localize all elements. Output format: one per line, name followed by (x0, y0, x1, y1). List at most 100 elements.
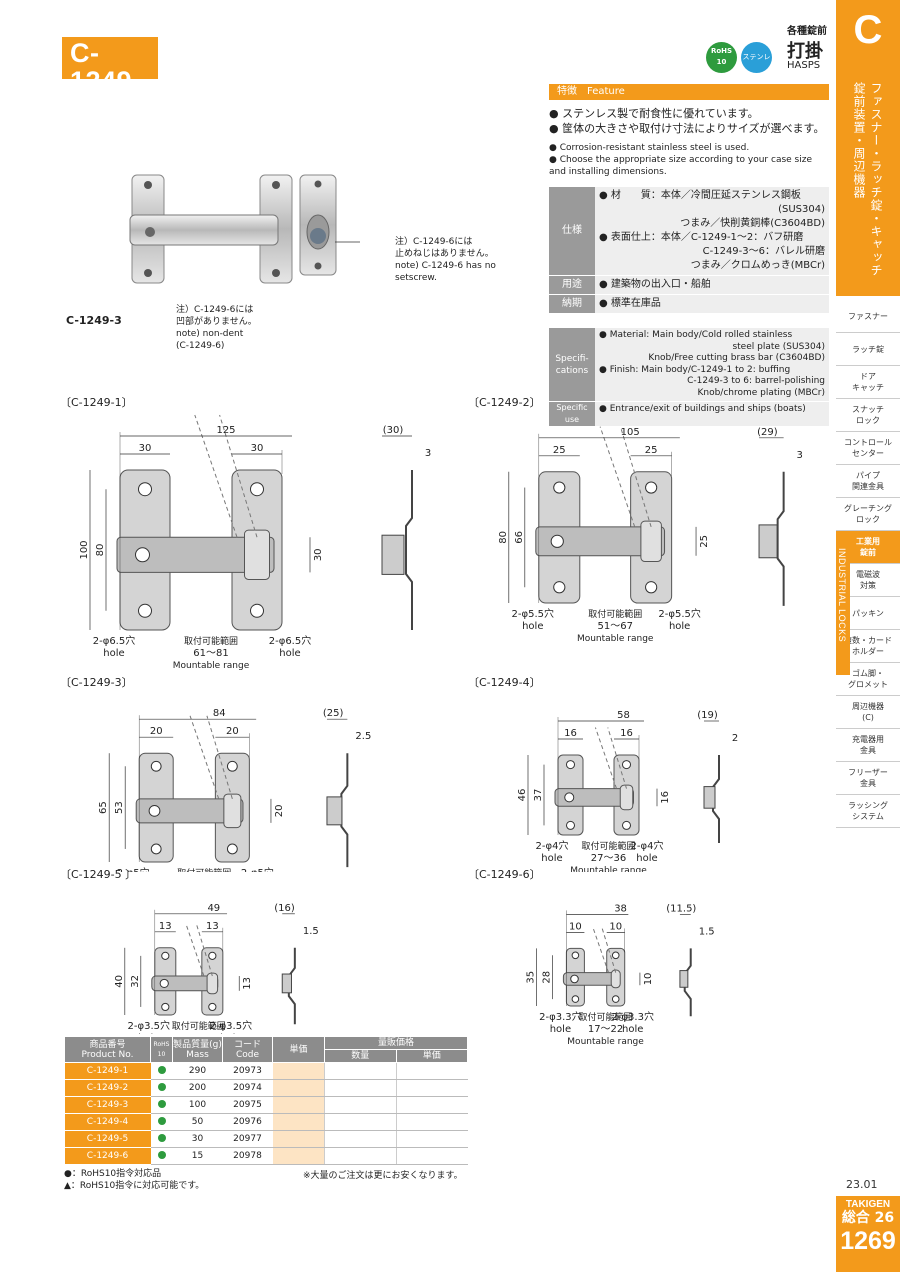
th-code-en: Code (235, 1049, 260, 1060)
pivot-hole (135, 547, 150, 563)
cell-unit (395, 1130, 468, 1148)
dim-h1: 80 (498, 531, 509, 544)
range-label-en: Mountable range (567, 1037, 644, 1047)
category-small: 各種錠前 (787, 26, 827, 37)
dim-side-thickness: 2.5 (355, 731, 371, 742)
hole-label-right: 2-φ5穴 (241, 866, 274, 872)
hole-label-left: 2-φ5穴 (117, 866, 150, 872)
mounting-hole (161, 951, 170, 960)
sidebar-item[interactable]: ゴム脚・ グロメット (836, 663, 900, 696)
spec-line: (SUS304) (778, 204, 825, 215)
sidebar-item[interactable]: 電磁波 対策 (836, 564, 900, 597)
sidebar-item[interactable]: パイプ 関連金具 (836, 465, 900, 498)
feature-jp-line: ● ステンレス製で耐食性に優れています。 (549, 107, 759, 120)
cell-qty (324, 1062, 396, 1080)
mounting-hole (622, 820, 631, 830)
cell-rohs (150, 1062, 173, 1080)
feature-jp: ● ステンレス製で耐食性に優れています。 ● 筐体の大きさや取付け寸法によりサイ… (549, 106, 824, 136)
mounting-hole (645, 581, 658, 594)
cell-unit (395, 1147, 468, 1165)
delivery-value: ● 標準在庫品 (595, 295, 829, 313)
mounting-hole (571, 995, 580, 1003)
brand-name: TAKIGEN (845, 1199, 891, 1210)
dim-h2: 53 (114, 801, 125, 814)
th-mass-jp: 製品質量(g) (173, 1039, 222, 1050)
dim-w1: 10 (569, 921, 582, 932)
drawing-label: 〔C-1249-1〕 (60, 396, 133, 409)
sidebar-item[interactable]: ファスナー (836, 300, 900, 333)
dim-h3: 10 (643, 973, 654, 986)
sidebar-item[interactable]: ドア キャッチ (836, 366, 900, 399)
sidebar-item[interactable]: スナッチ ロック (836, 399, 900, 432)
use-value: ● 建築物の出入口・船舶 (595, 276, 829, 294)
mounting-hole (138, 603, 152, 618)
pivot-hole (550, 534, 564, 548)
photo-note-setscrew: 注）C-1249-6には 止めねじはありません。 note) C-1249-6 … (395, 237, 496, 283)
cell-qty (324, 1096, 396, 1114)
spec-line: C-1249-3〜6：バレル研磨 (702, 246, 825, 257)
sidebar-item[interactable]: ラッシング システム (836, 795, 900, 828)
catalog-volume: 総合 26 (841, 1210, 895, 1226)
mounting-hole (553, 581, 566, 594)
rohs-dot-icon (157, 1133, 166, 1142)
dim-w2: 30 (251, 443, 264, 454)
feature-heading: 特徴 Feature (549, 84, 829, 100)
range-value: 61〜81 (193, 648, 228, 659)
spec-en-line: Knob/Free cutting brass bar (C3604BD) (648, 353, 825, 363)
hole-label-left: 2-φ5.5穴 (512, 607, 554, 620)
model-badge: C-1249 ステンレス製 (62, 37, 158, 105)
range-value: 51〜67 (597, 621, 632, 632)
th-bulk: 量販価格 (324, 1036, 468, 1050)
sidebar-item[interactable]: 充電器用 金具 (836, 729, 900, 762)
cell-product: C-1249-6 (64, 1147, 151, 1165)
material-label: ステンレス製 (70, 95, 125, 105)
dim-w1: 20 (150, 726, 163, 737)
sidebar-item[interactable]: フリーザー 金具 (836, 762, 900, 795)
mounting-hole (553, 481, 566, 494)
mounting-hole (611, 951, 620, 960)
drawing-label: 〔C-1249-5 〕 (60, 868, 137, 881)
cell-product: C-1249-5 (64, 1130, 151, 1148)
drawing-label: 〔C-1249-6〕 (468, 868, 541, 881)
cell-mass: 30 (172, 1130, 223, 1148)
dim-side-width: (30) (383, 425, 404, 436)
knob (223, 793, 242, 829)
mounting-hole (622, 760, 631, 770)
mounting-hole (566, 820, 575, 830)
mounting-hole (250, 603, 264, 618)
dim-overall: 58 (617, 710, 630, 721)
hole-word-left: hole (541, 853, 562, 864)
hole-word-right: hole (636, 853, 657, 864)
dim-h3: 25 (699, 535, 710, 548)
phantom-line (601, 928, 617, 973)
hole-word-right: hole (669, 621, 690, 632)
sidebar-item[interactable]: ラッチ錠 (836, 333, 900, 366)
hole-label-left: 2-φ3.3穴 (539, 1010, 581, 1023)
sidebar-item[interactable]: コントロール センター (836, 432, 900, 465)
sidebar-item[interactable]: 複数・カード ホルダー (836, 630, 900, 663)
mounting-hole (138, 482, 152, 497)
stainless-icon: ステンレス (741, 42, 772, 91)
pivot-hole (159, 978, 169, 989)
use-en-value: ● Entrance/exit of buildings and ships (… (595, 402, 829, 426)
mounting-hole (161, 1002, 170, 1012)
sidebar-item[interactable]: パッキン (836, 597, 900, 630)
spec-row: 仕様 ● 材 質：本体／冷間圧延ステンレス鋼板 (SUS304) つまみ／快削黄… (549, 187, 829, 276)
spec-label: 仕様 (549, 187, 595, 275)
mounting-hole (571, 951, 580, 960)
dim-h3: 13 (242, 977, 253, 990)
dim-overall: 105 (621, 427, 640, 438)
hasp-arm (135, 798, 244, 824)
dim-w1: 13 (159, 921, 172, 932)
cell-price (272, 1079, 325, 1097)
sidebar-item[interactable]: グレーチング ロック (836, 498, 900, 531)
sidebar-item[interactable]: 周辺機器 (C) (836, 696, 900, 729)
dim-side-width: (29) (757, 427, 778, 438)
range-label-jp: 取付可能範囲 (184, 635, 238, 647)
spec-line: ● 表面仕上：本体／C-1249-1〜2：バフ研磨 (599, 232, 804, 243)
dim-w2: 25 (645, 445, 658, 456)
range-label-en: Mountable range (570, 866, 647, 872)
dim-h1: 40 (114, 975, 125, 988)
